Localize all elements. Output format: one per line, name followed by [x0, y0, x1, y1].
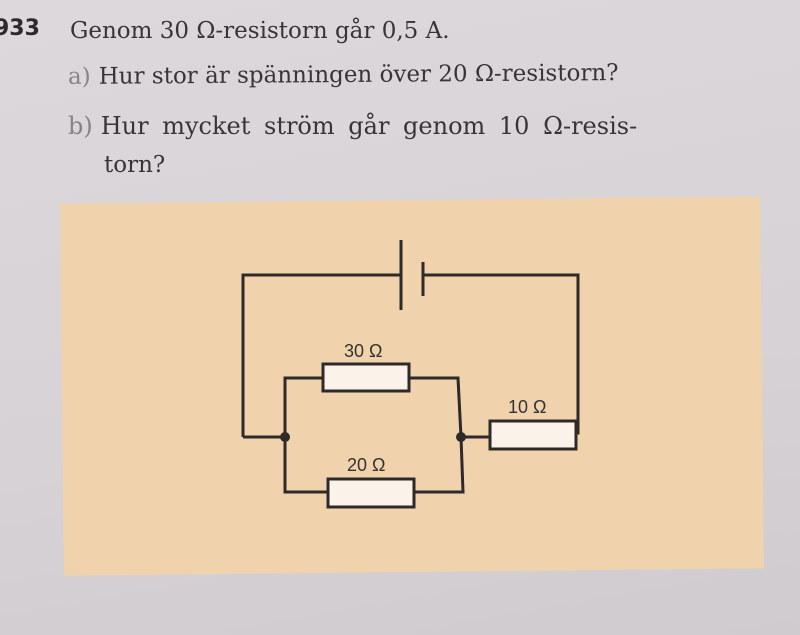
resistor-20-ohm [326, 477, 416, 509]
wire-upper-branch [283, 376, 323, 437]
problem-number: 933 [0, 16, 40, 41]
resistor-10-label: 10 Ω [508, 397, 546, 417]
resistor-30-label: 30 Ω [344, 341, 382, 361]
junction-left [280, 432, 290, 442]
wire-lower-branch-right [414, 436, 465, 494]
question-b-text: Hur mycket ström går genom 10 Ω-resis- [100, 112, 638, 140]
question-b-label: b) [68, 112, 93, 140]
question-b-continuation: torn? [104, 152, 166, 178]
resistor-20-label: 20 Ω [347, 455, 385, 475]
wire-top-right [423, 273, 580, 435]
wire-top-left [241, 273, 401, 437]
resistor-10-ohm [488, 419, 578, 451]
wire-upper-branch-right [409, 376, 463, 438]
wire-lower-branch [283, 437, 328, 494]
problem-statement: Genom 30 Ω-resistorn går 0,5 A. [70, 18, 450, 44]
question-b: b)Hur mycket ström går genom 10 Ω-resis- [68, 112, 637, 140]
resistor-30-ohm [321, 362, 411, 393]
junction-right [456, 432, 466, 442]
